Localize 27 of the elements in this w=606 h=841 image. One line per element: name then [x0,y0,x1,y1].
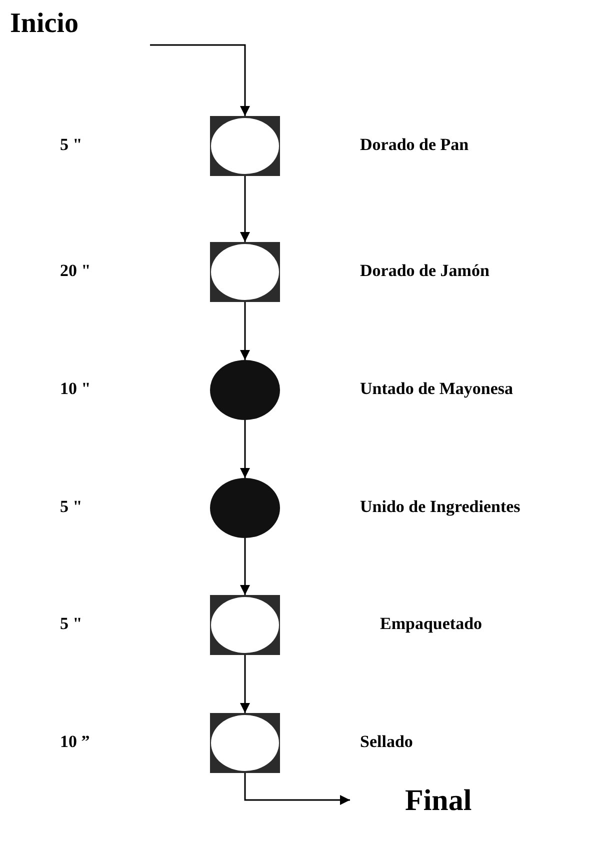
arrow [240,176,250,242]
step-label: Empaquetado [380,614,482,634]
arrow [240,420,250,478]
step-label: Untado de Mayonesa [360,379,514,399]
step-label: Unido de Ingredientes [360,497,520,517]
arrow [240,302,250,360]
arrow [244,773,350,805]
process-box [210,242,280,302]
duration-label: 5 " [60,497,82,517]
duration-label: 5 " [60,614,82,634]
step-label: Sellado [360,732,413,752]
duration-label: 20 " [60,261,91,281]
arrow [150,44,250,116]
duration-label: 10 ” [60,732,90,752]
step-label: Dorado de Jamón [360,261,490,281]
filled-circle [210,360,280,420]
process-box [210,713,280,773]
start-label: Inicio [10,8,78,40]
process-box [210,595,280,655]
duration-label: 10 " [60,379,91,399]
step-label: Dorado de Pan [360,135,469,155]
process-box [210,116,280,176]
end-label: Final [405,784,472,818]
duration-label: 5 " [60,135,82,155]
filled-circle [210,478,280,538]
arrow [240,538,250,595]
arrow [240,655,250,713]
